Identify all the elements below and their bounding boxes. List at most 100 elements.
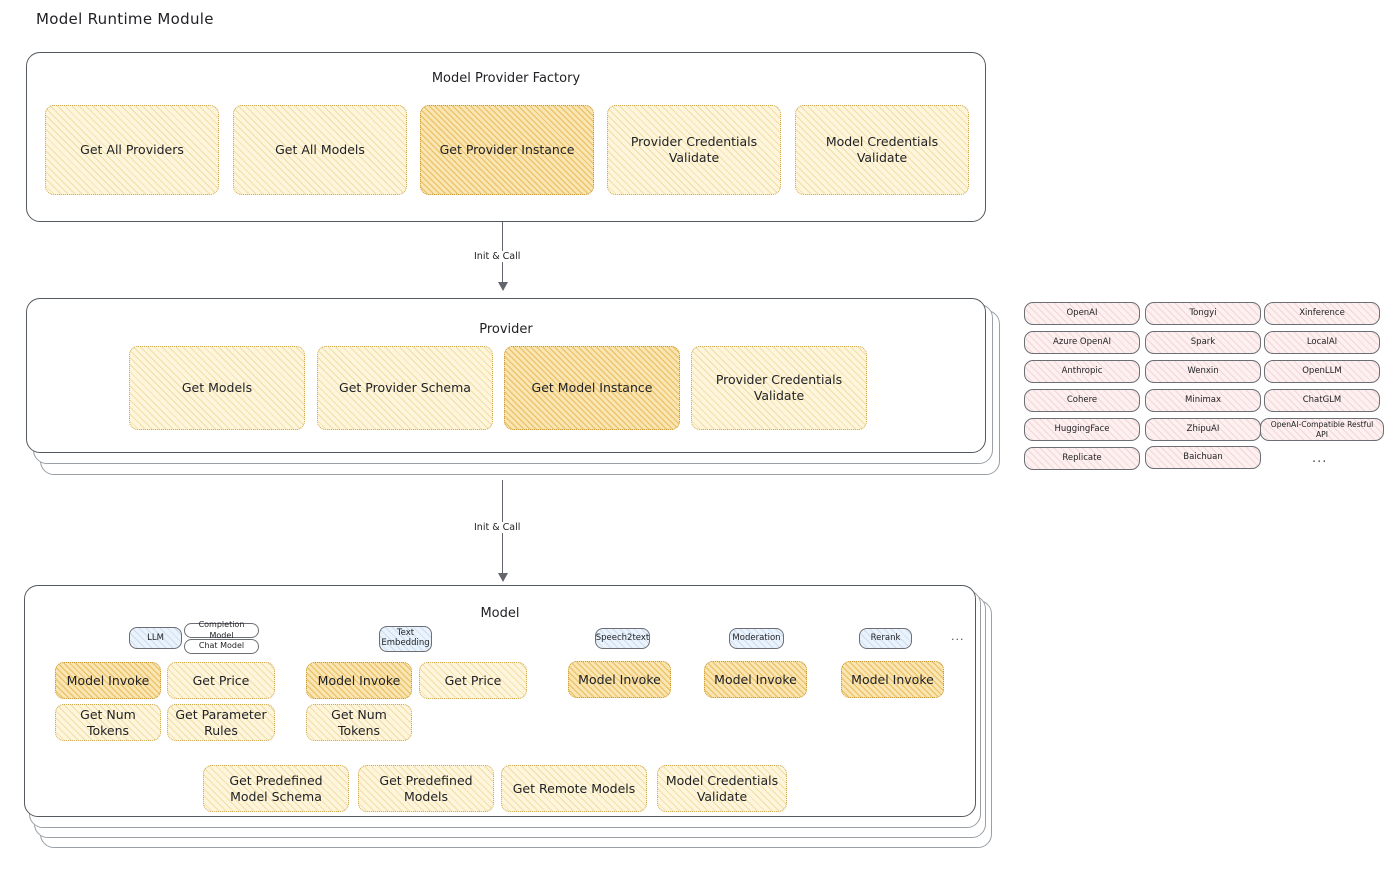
text-embedding-node-model-invoke[interactable]: Model Invoke [306, 662, 412, 699]
pill-label: ChatGLM [1302, 395, 1342, 406]
node-label: Model Invoke [317, 672, 401, 688]
model-node-model-credentials-validate[interactable]: Model Credentials Validate [657, 765, 787, 812]
text-embedding-node-get-price[interactable]: Get Price [419, 662, 527, 699]
pill-label: Moderation [732, 633, 781, 644]
pill-label: OpenAI-Compatible Restful API [1270, 419, 1374, 439]
node-label: Model Invoke [714, 671, 797, 687]
provider-pill-xinference[interactable]: Xinference [1264, 302, 1380, 325]
model-subtype-pill-completion-model[interactable]: Completion Model [184, 620, 259, 640]
provider-node-provider-credentials-validate[interactable]: Provider Credentials Validate [691, 346, 867, 430]
node-label: Get Provider Schema [339, 380, 471, 395]
node-label: Model Credentials Validate [665, 772, 779, 804]
model-type-pill-moderation[interactable]: Moderation [729, 628, 784, 649]
pill-label: Xinference [1299, 308, 1345, 319]
pill-label: ZhipuAI [1186, 424, 1220, 435]
pill-label: Cohere [1066, 395, 1098, 406]
rerank-node-model-invoke[interactable]: Model Invoke [841, 661, 944, 698]
model-title: Model [480, 606, 520, 621]
node-label: Get Price [192, 672, 250, 688]
pill-label: Spark [1190, 337, 1216, 348]
model-node-get-remote-models[interactable]: Get Remote Models [501, 765, 647, 812]
model-type-pill-rerank[interactable]: Rerank [859, 628, 912, 649]
pill-label: HuggingFace [1054, 424, 1110, 435]
pill-label: Replicate [1062, 453, 1102, 464]
provider-node-get-models[interactable]: Get Models [129, 346, 305, 430]
pill-label: OpenAI [1066, 308, 1098, 319]
node-label: Get All Providers [80, 142, 184, 157]
provider-pill-spark[interactable]: Spark [1145, 331, 1261, 354]
pill-label: Chat Model [198, 641, 245, 651]
provider-pill-azure-openai[interactable]: Azure OpenAI [1024, 331, 1140, 354]
node-label: Get Remote Models [512, 780, 636, 796]
provider-pill-chatglm[interactable]: ChatGLM [1264, 389, 1380, 412]
factory-node-get-all-providers[interactable]: Get All Providers [45, 105, 219, 195]
factory-node-model-credentials-validate[interactable]: Model Credentials Validate [795, 105, 969, 195]
connector-provider-to-model-arrow [498, 573, 508, 582]
provider-pill-wenxin[interactable]: Wenxin [1145, 360, 1261, 383]
node-label: Provider Credentials Validate [715, 372, 843, 403]
node-label: Provider Credentials Validate [630, 134, 758, 165]
model-node-get-predefined-models[interactable]: Get Predefined Models [358, 765, 494, 812]
llm-node-get-num-tokens[interactable]: Get Num Tokens [55, 704, 161, 741]
pill-label: Tongyi [1189, 308, 1217, 319]
provider-pill-zhipuai[interactable]: ZhipuAI [1145, 418, 1261, 441]
node-label: Model Credentials Validate [825, 134, 939, 165]
model-type-pill-speech2text[interactable]: Speech2text [595, 628, 650, 649]
pill-label: LocalAI [1306, 337, 1338, 348]
provider-node-get-model-instance[interactable]: Get Model Instance [504, 346, 680, 430]
node-label: Get Num Tokens [331, 706, 387, 738]
model-type-pill-llm[interactable]: LLM [129, 627, 182, 649]
provider-node-get-provider-schema[interactable]: Get Provider Schema [317, 346, 493, 430]
node-label: Get Parameter Rules [175, 706, 267, 738]
pill-label: OpenLLM [1302, 366, 1342, 377]
node-label: Get Predefined Model Schema [229, 772, 323, 804]
pill-label: Completion Model [198, 620, 245, 640]
provider-pill-openai-compatible-restful-api[interactable]: OpenAI-Compatible Restful API [1260, 418, 1384, 441]
llm-node-get-price[interactable]: Get Price [167, 662, 275, 699]
connector-factory-to-provider-arrow [498, 282, 508, 291]
text-embedding-node-get-num-tokens[interactable]: Get Num Tokens [306, 704, 412, 741]
node-label: Model Invoke [851, 671, 934, 687]
model-provider-factory-title: Model Provider Factory [431, 71, 581, 86]
model-type-pill-text-embedding[interactable]: Text Embedding [379, 626, 432, 652]
provider-pill-tongyi[interactable]: Tongyi [1145, 302, 1261, 325]
llm-node-model-invoke[interactable]: Model Invoke [55, 662, 161, 699]
connector-provider-to-model-label: Init & Call [470, 522, 525, 533]
provider-pill-localai[interactable]: LocalAI [1264, 331, 1380, 354]
node-label: Get Models [181, 380, 253, 395]
provider-pill-minimax[interactable]: Minimax [1145, 389, 1261, 412]
speech2text-node-model-invoke[interactable]: Model Invoke [568, 661, 671, 698]
factory-node-get-provider-instance[interactable]: Get Provider Instance [420, 105, 594, 195]
provider-pill-replicate[interactable]: Replicate [1024, 447, 1140, 470]
model-subtype-pill-chat-model[interactable]: Chat Model [184, 639, 259, 654]
model-container: Model [24, 585, 976, 817]
model-node-get-predefined-model-schema[interactable]: Get Predefined Model Schema [203, 765, 349, 812]
pill-label: Speech2text [595, 633, 650, 644]
moderation-node-model-invoke[interactable]: Model Invoke [704, 661, 807, 698]
node-label: Get Num Tokens [80, 706, 136, 738]
provider-pill-cohere[interactable]: Cohere [1024, 389, 1140, 412]
provider-pill-anthropic[interactable]: Anthropic [1024, 360, 1140, 383]
pill-label: Anthropic [1061, 366, 1103, 377]
provider-title: Provider [479, 322, 533, 337]
model-types-more: ... [951, 630, 965, 643]
provider-pill-openai[interactable]: OpenAI [1024, 302, 1140, 325]
node-label: Get All Models [275, 142, 365, 157]
factory-node-get-all-models[interactable]: Get All Models [233, 105, 407, 195]
node-label: Model Invoke [66, 672, 150, 688]
node-label: Model Invoke [578, 671, 661, 687]
node-label: Get Price [444, 672, 502, 688]
llm-node-get-parameter-rules[interactable]: Get Parameter Rules [167, 704, 275, 741]
node-label: Get Predefined Models [379, 772, 473, 804]
node-label: Get Model Instance [531, 380, 653, 395]
provider-pill-huggingface[interactable]: HuggingFace [1024, 418, 1140, 441]
pill-label: Wenxin [1187, 366, 1219, 377]
provider-list-more: ... [1312, 451, 1328, 466]
pill-label: Minimax [1185, 395, 1221, 406]
pill-label: Rerank [870, 633, 901, 644]
factory-node-provider-credentials-validate[interactable]: Provider Credentials Validate [607, 105, 781, 195]
pill-label: Azure OpenAI [1053, 337, 1111, 348]
provider-pill-openllm[interactable]: OpenLLM [1264, 360, 1380, 383]
provider-pill-baichuan[interactable]: Baichuan [1145, 446, 1261, 469]
